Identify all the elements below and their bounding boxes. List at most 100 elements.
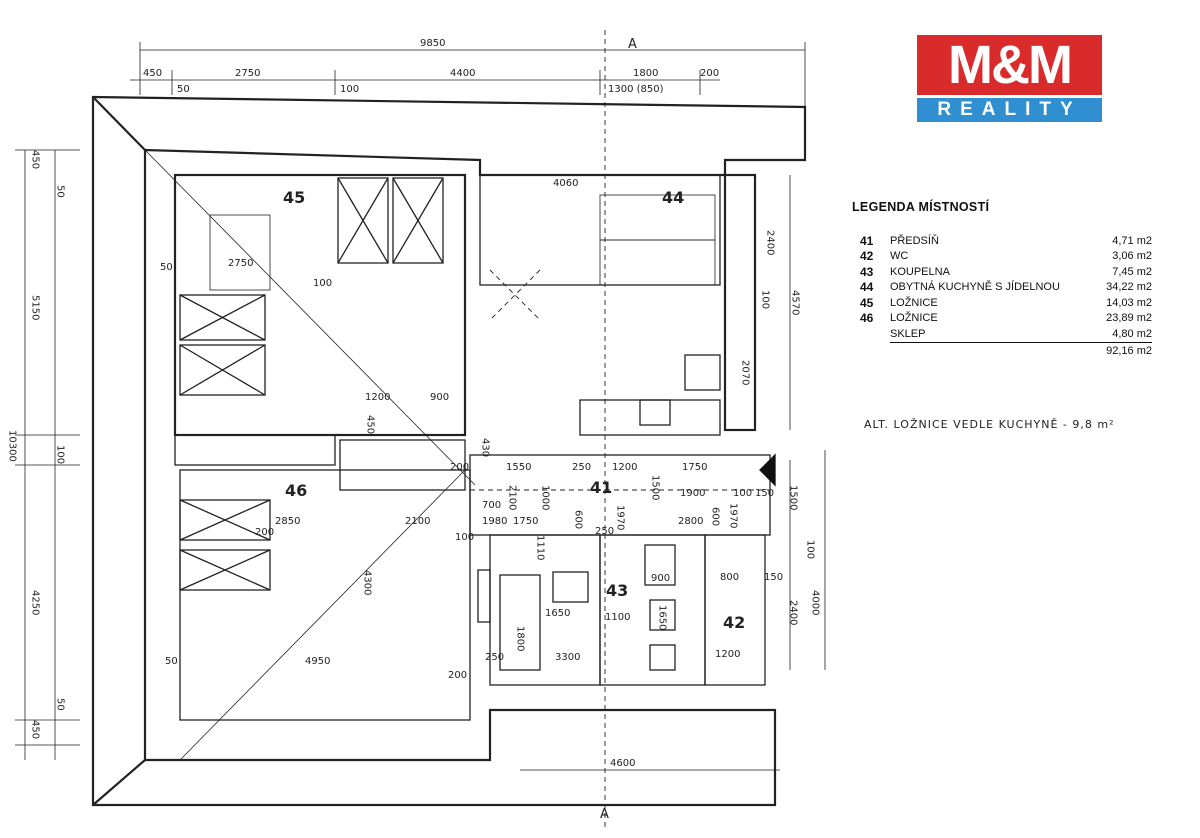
room-number-44: 44 [662,188,684,207]
left-dimensions: 450 50 5150 100 4250 50 450 10300 [7,150,66,739]
bottom-dimension: 4600 [610,758,635,769]
dimension-label: 4000 [810,590,821,615]
logo-mark: M&M [917,35,1102,95]
section-label-top: A [628,37,637,52]
dimension-label: 5150 [30,295,41,320]
legend-total: 92,16 m2 [1106,344,1152,357]
dimension-label: 1650 [657,605,668,630]
dimension-label: 1900 [680,488,705,499]
room-number-46: 46 [285,481,307,500]
dimension-label: 100 [55,445,66,464]
mm-reality-logo: M&M REALITY [917,35,1102,122]
walls [91,95,807,807]
dimension-label: 600 [573,510,584,529]
legend-num: 41 [860,233,874,248]
section-label-bottom: A [600,807,609,822]
section-arrow-icon [759,453,776,487]
dimension-label: 200 [448,670,467,681]
dimension-label: 100 [313,278,332,289]
legend-area: 4,80 m2 [1112,327,1152,340]
dimension-label: 900 [430,392,449,403]
legend-area: 23,89 m2 [1106,312,1152,325]
legend-area: 3,06 m2 [1112,250,1152,263]
dimension-label: 1200 [365,392,390,403]
dimension-label: 2850 [275,516,300,527]
dimension-label: 9850 [420,38,445,49]
room-number-41: 41 [590,478,612,497]
inner-dimensions: 4060 2750 50 100 1200 900 450 430 200 15… [160,178,783,681]
dimension-label: 800 [720,572,739,583]
dimension-label: 1970 [615,505,626,530]
furniture [144,30,770,830]
dimension-label: 4300 [362,570,373,595]
legend-name: WC [890,250,909,263]
dimension-label: 1750 [682,462,707,473]
dimension-label: 1100 [605,612,630,623]
room-number-42: 42 [723,613,745,632]
legend-name: PŘEDSÍŇ [890,234,939,247]
dimension-label: 1000 [540,485,551,510]
dimension-label: 700 [482,500,501,511]
dimension-label: 100 [805,540,816,559]
legend-name: SKLEP [890,327,926,340]
legend-row: 41 PŘEDSÍŇ 4,71 m2 [852,233,1152,249]
dimension-label: 4060 [553,178,578,189]
room-number-43: 43 [606,581,628,600]
legend-name: LOŽNICE [890,296,938,309]
legend-area: 7,45 m2 [1112,265,1152,278]
dimension-label: 50 [55,698,66,711]
dimension-label: 2750 [235,68,260,79]
legend-title: LEGENDA MÍSTNOSTÍ [852,200,990,214]
dimension-label: 1800 [633,68,658,79]
dimension-label: 100 [455,532,474,543]
dimension-label: 1110 [535,535,546,560]
dimension-label: 100 [733,488,752,499]
legend-name: OBYTNÁ KUCHYNĚ S JÍDELNOU [890,281,1060,294]
dimension-label: 2400 [788,600,799,625]
dimension-label: 200 [255,527,274,538]
legend-area: 34,22 m2 [1106,281,1152,294]
dimension-label: 1970 [728,503,739,528]
dimension-label: 4400 [450,68,475,79]
dimension-label: 430 [480,438,491,457]
dimension-label: 4250 [30,590,41,615]
legend-name: KOUPELNA [890,265,950,278]
dimension-label: 250 [485,652,504,663]
dimension-label: 250 [595,526,614,537]
dimension-label: 2100 [405,516,430,527]
dimension-label: 200 [700,68,719,79]
legend-row: SKLEP 4,80 m2 [890,326,1152,343]
dimension-label: 2800 [678,516,703,527]
dimension-label: 450 [143,68,162,79]
dimension-label: 1980 [482,516,507,527]
room-number-45: 45 [283,188,305,207]
legend-area: 4,71 m2 [1112,234,1152,247]
dimension-label: 1200 [612,462,637,473]
dimension-label: 1800 [515,626,526,651]
handwritten-note: ALT. LOŽNICE VEDLE KUCHYNĚ - 9,8 m² [864,418,1115,431]
dimension-label: 2750 [228,258,253,269]
dimension-label: 50 [177,84,190,95]
logo-wordmark: REALITY [917,98,1102,122]
legend-area: 14,03 m2 [1106,296,1152,309]
right-dimensions: 2400 100 4570 2070 1500 100 4000 2400 [740,230,821,625]
dimension-label: 1500 [650,475,661,500]
dimension-lines [15,42,826,771]
legend-name: LOŽNICE [890,312,938,325]
dimension-label: 1550 [506,462,531,473]
top-dimensions: 9850 450 2750 4400 1800 200 50 100 1300 … [143,38,719,95]
dimension-label: 4570 [790,290,801,315]
dimension-label: 100 [760,290,771,309]
dimension-label: 50 [165,656,178,667]
dimension-label: 1200 [715,649,740,660]
dimension-label: 100 [340,84,359,95]
dimension-label: 450 [30,150,41,169]
dimension-label: 200 [450,462,469,473]
dimension-label: 2100 [507,485,518,510]
